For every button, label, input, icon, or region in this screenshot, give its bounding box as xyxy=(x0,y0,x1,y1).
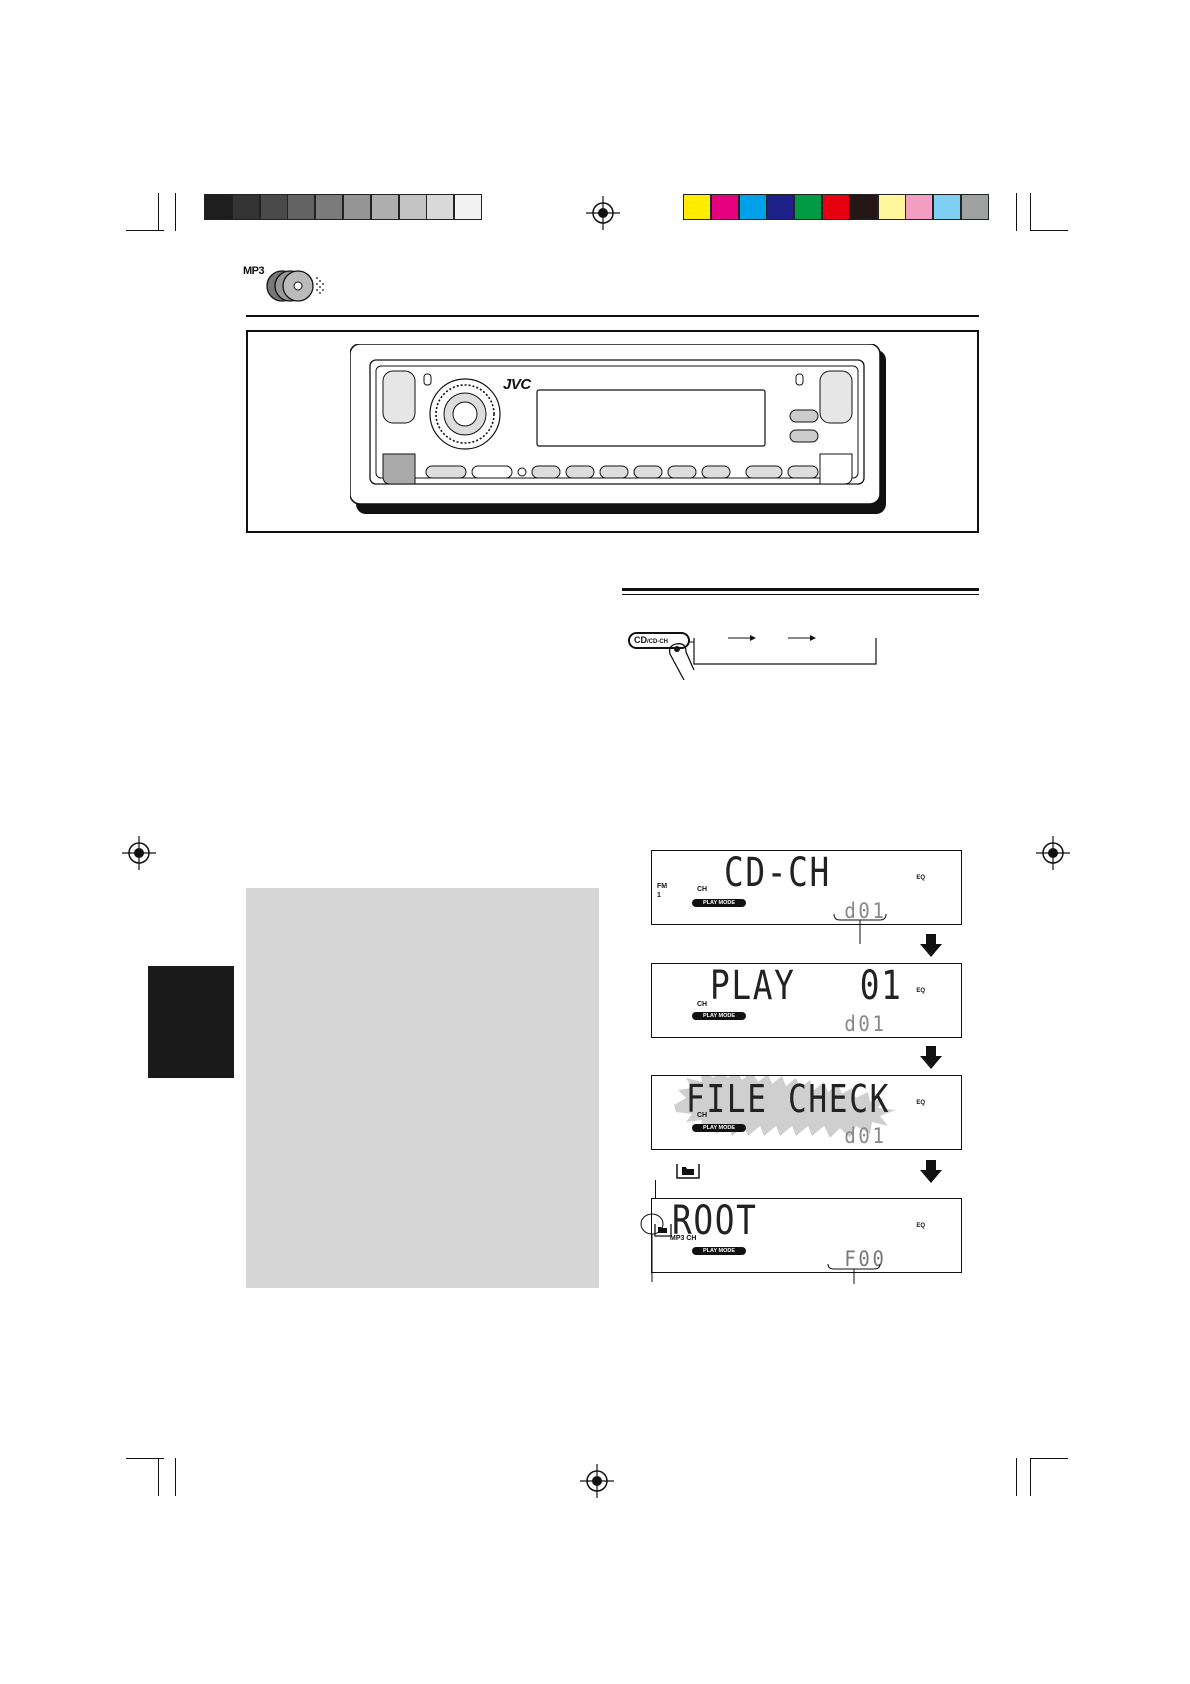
color-swatch xyxy=(877,194,906,220)
flow-arrow xyxy=(920,934,942,957)
color-swatch xyxy=(933,194,962,220)
crop-mark xyxy=(1030,1458,1031,1496)
color-swatch xyxy=(905,194,934,220)
gray-swatch xyxy=(454,194,483,220)
crop-mark xyxy=(126,230,164,231)
gray-swatch xyxy=(287,194,316,220)
eq-indicator: EQ xyxy=(916,1223,925,1229)
gray-swatch xyxy=(343,194,371,220)
registration-mark-top xyxy=(586,196,620,230)
gray-swatch xyxy=(231,194,260,220)
crop-mark xyxy=(158,1458,159,1496)
discs-icon xyxy=(266,270,324,302)
folder-indicator-callout xyxy=(640,1213,664,1282)
device-frame xyxy=(246,330,979,533)
ch-indicator: CH xyxy=(697,1001,708,1008)
crop-mark xyxy=(1016,193,1017,231)
crop-mark xyxy=(1030,1458,1068,1459)
eq-indicator: EQ xyxy=(916,875,925,881)
gray-swatch xyxy=(315,194,344,220)
color-swatch xyxy=(738,194,767,220)
gray-swatch xyxy=(426,194,455,220)
folder-number: F00 xyxy=(844,1247,887,1271)
gray-swatch xyxy=(398,194,427,220)
play-mode-indicator: PLAY MODE xyxy=(692,1247,746,1255)
section-rule xyxy=(622,588,979,591)
note-panel xyxy=(246,888,599,1288)
header-rule xyxy=(246,315,979,317)
flow-arrow xyxy=(920,1160,942,1183)
eq-indicator: EQ xyxy=(916,1100,925,1106)
color-swatch xyxy=(794,194,823,220)
crop-mark xyxy=(175,193,176,231)
crop-mark xyxy=(158,193,159,231)
flash-burst xyxy=(674,1076,896,1138)
color-swatch xyxy=(849,194,878,220)
display-file-check: FILE CHECK CH PLAY MODE EQ d01 xyxy=(651,1075,962,1150)
registration-mark-right xyxy=(1036,836,1070,870)
display-main-text: ROOT xyxy=(672,1198,758,1244)
gray-swatch xyxy=(204,194,232,220)
registration-mark-bottom xyxy=(580,1464,614,1498)
eq-indicator: EQ xyxy=(916,988,925,994)
registration-mark-left xyxy=(122,836,156,870)
display-play: PLAY 01 CH PLAY MODE EQ d01 xyxy=(651,963,962,1038)
crop-mark xyxy=(1016,1458,1017,1496)
disc-number: d01 xyxy=(844,899,887,923)
display-main-text: CD-CH xyxy=(724,850,831,896)
display-main-text: PLAY 01 xyxy=(710,963,903,1009)
color-swatch xyxy=(766,194,795,220)
display-cd-ch: CD-CH FM 1 CH PLAY MODE EQ d01 xyxy=(651,850,962,925)
folder-number-callout xyxy=(827,1264,881,1284)
crop-mark xyxy=(126,1458,164,1459)
color-swatch xyxy=(822,194,850,220)
brand-logo: JVC xyxy=(503,376,531,393)
color-swatch xyxy=(961,194,989,220)
mp3-ch-indicator: MP3 CH xyxy=(670,1235,697,1242)
play-mode-indicator: PLAY MODE xyxy=(692,1124,746,1132)
crop-mark xyxy=(175,1458,176,1496)
car-stereo-illustration xyxy=(350,344,886,514)
folder-indicator-icon xyxy=(654,1224,672,1237)
gray-swatch xyxy=(370,194,399,220)
disc-number: d01 xyxy=(844,1012,887,1036)
folder-icon xyxy=(676,1164,700,1179)
color-swatch xyxy=(710,194,739,220)
ch-indicator: CH xyxy=(697,1112,708,1119)
display-main-text: FILE CHECK xyxy=(686,1077,891,1121)
play-mode-indicator: PLAY MODE xyxy=(692,899,746,907)
ch-indicator: CH xyxy=(697,886,708,893)
mp3-badge: MP3 xyxy=(243,265,265,277)
section-rule-thin xyxy=(622,594,979,595)
crop-mark xyxy=(1030,230,1068,231)
flow-arrow xyxy=(920,1046,942,1069)
mode-cycle-diagram xyxy=(688,635,877,665)
disc-number-callout xyxy=(833,914,887,944)
play-mode-indicator: PLAY MODE xyxy=(692,1012,746,1020)
display-root: ROOT MP3 CH PLAY MODE EQ F00 xyxy=(651,1198,962,1273)
crop-mark xyxy=(1030,193,1031,231)
finger-icon xyxy=(668,643,695,681)
color-swatch xyxy=(683,194,711,220)
section-tab xyxy=(148,966,234,1078)
disc-number: d01 xyxy=(844,1124,887,1148)
gray-swatch xyxy=(259,194,288,220)
callout-line xyxy=(655,1180,656,1208)
band-number: 1 xyxy=(657,892,661,899)
band-label: FM xyxy=(657,883,668,890)
